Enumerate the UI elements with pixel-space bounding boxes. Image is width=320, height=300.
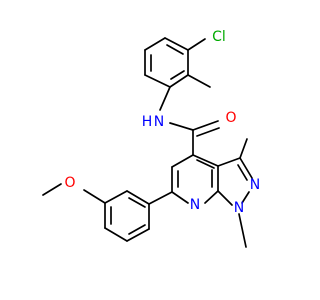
bond-pyrazole-3: [241, 191, 250, 204]
bond-pyridine-1: [171, 154, 194, 168]
methoxy-oxygen-label: O: [64, 175, 75, 191]
bond-methoxyphenyl-4: [104, 227, 128, 242]
bond-chlorophenyl-4: [169, 74, 189, 88]
carbonyl-oxygen-label: O: [225, 110, 236, 126]
bond-chlorophenyl-1: [144, 37, 166, 51]
bond-chlorophenyl-5: [144, 74, 171, 88]
bond-pyrazole-1: [217, 157, 241, 167]
amide-hydrogen-label: H: [142, 114, 153, 130]
bond-carbonyl-2: [196, 127, 220, 137]
pyrazole-nitrogen-upper-label: N: [250, 177, 260, 193]
chlorine-atom-label: Cl: [212, 29, 226, 45]
bond-methoxyphenyl-double-3: [128, 224, 146, 235]
bond-pyrazole-methyl-top: [239, 138, 248, 159]
bond-pyridine-double-3: [196, 159, 215, 169]
bond-chlorophenyl-2: [164, 37, 189, 51]
molecule-canvas: Cl N H O N N N O: [42, 29, 261, 248]
bond-n-methyl: [238, 213, 247, 248]
bond-aryl-to-methoxy-o: [83, 189, 106, 204]
bond-chloro: [187, 38, 206, 51]
bond-pyridine-to-aryl: [148, 191, 173, 205]
bond-methoxyphenyl-double-1: [128, 197, 146, 208]
pyrazole-nitrogen-lower-label: N: [234, 200, 244, 216]
amide-nitrogen-label: N: [154, 114, 164, 130]
bond-carbonyl-1: [192, 120, 219, 131]
bond-ring-to-nh: [159, 86, 171, 111]
bond-chlorophenyl-double-1: [166, 44, 184, 55]
bond-nh-to-carbonyl: [169, 122, 194, 131]
bond-pyrazole-2: [239, 157, 253, 179]
bond-pyrazole-4: [217, 190, 233, 206]
bond-pyridine-6: [192, 154, 219, 167]
molecule-structure: Cl N H O N N N O: [42, 29, 260, 248]
bond-methoxy-o-to-methyl: [42, 183, 62, 196]
bond-methoxyphenyl-2: [104, 190, 128, 204]
bond-pyridine-3: [171, 191, 189, 204]
bond-methyl-top: [187, 74, 211, 88]
bond-pyridine-4: [204, 190, 219, 204]
bond-methoxyphenyl-5: [126, 228, 150, 242]
bond-methoxyphenyl-1: [126, 190, 150, 205]
pyridine-nitrogen-label: N: [190, 197, 200, 213]
bond-chlorophenyl-double-2: [170, 70, 185, 80]
bond-pyrazole-double: [237, 164, 248, 181]
